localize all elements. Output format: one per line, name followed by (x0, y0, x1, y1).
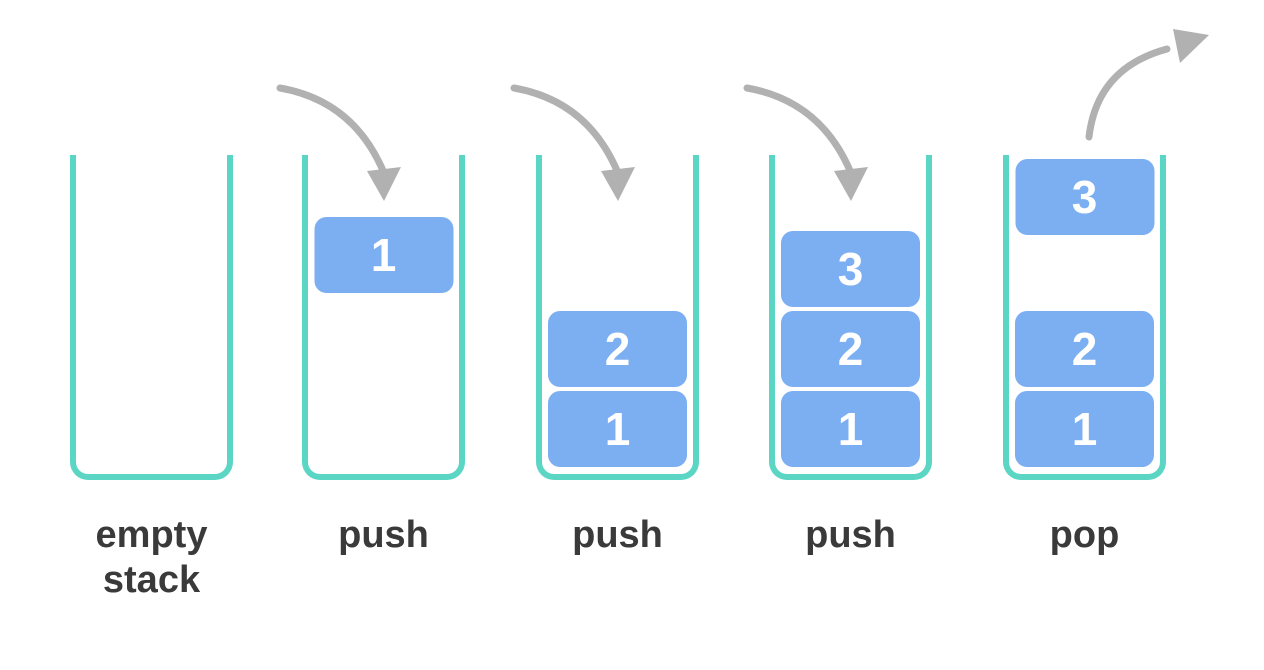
stage-label: push (805, 514, 896, 556)
stack-item: 2 (1015, 311, 1154, 387)
stage-label: push (338, 514, 429, 556)
pop-arrow-icon (1085, 29, 1209, 141)
stack-item: 1 (314, 217, 453, 293)
stack-container-5: 3 2 1 pop (1003, 29, 1209, 556)
stage-label: pop (1049, 514, 1120, 556)
stack-item: 3 (781, 231, 920, 307)
stack-items: 2 1 (542, 311, 693, 467)
stack-item: 3 (1015, 159, 1154, 235)
stack-items: 3 2 1 (775, 231, 926, 467)
stack-container-3: 2 1 push (510, 84, 699, 556)
stage-label: push (572, 514, 663, 556)
stage-label: empty stack (95, 514, 208, 601)
stack-items: 2 1 (1009, 311, 1160, 467)
stack-container-4: 3 2 1 push (743, 84, 932, 556)
push-arrow-icon (276, 84, 401, 201)
stack-item: 1 (781, 391, 920, 467)
stack-container-2: 1 push (276, 84, 465, 556)
push-arrow-icon (743, 84, 868, 201)
stack-item: 2 (781, 311, 920, 387)
stack-item: 1 (548, 391, 687, 467)
stack-item: 1 (1015, 391, 1154, 467)
stack-item: 2 (548, 311, 687, 387)
push-arrow-icon (510, 84, 635, 201)
stack-container-1: empty stack (70, 155, 233, 601)
